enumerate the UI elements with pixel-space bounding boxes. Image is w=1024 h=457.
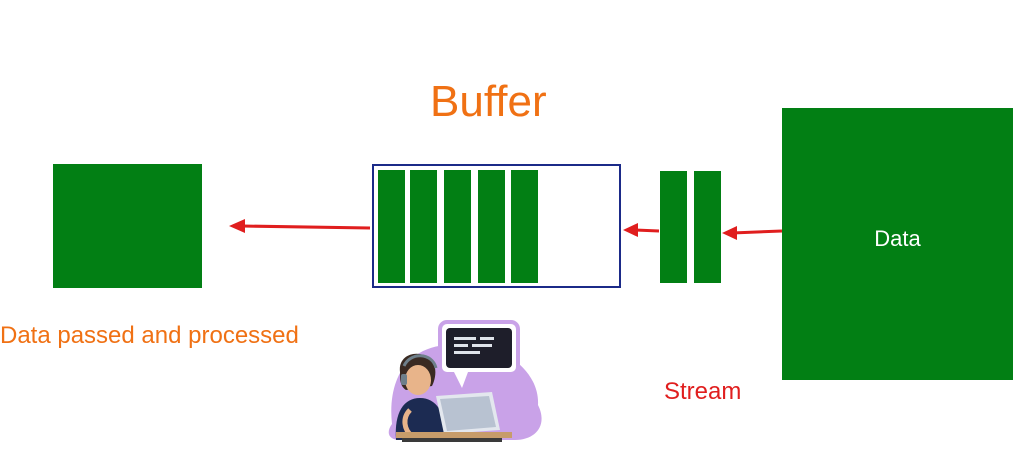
arrow-source-to-stream-icon	[722, 226, 783, 240]
processed-caption: Data passed and processed	[0, 322, 299, 349]
data-source-block: Data	[782, 108, 1013, 380]
stream-caption: Stream	[664, 378, 742, 405]
arrow-stream-to-buffer-icon	[623, 223, 660, 237]
stream-chunk	[694, 171, 721, 283]
stream-chunk	[660, 171, 687, 283]
buffer-slot	[511, 170, 538, 283]
buffer-container	[372, 164, 621, 288]
buffer-slot	[444, 170, 471, 283]
buffer-slot	[410, 170, 437, 283]
diagram-title: Buffer	[430, 77, 547, 126]
buffer-slot	[478, 170, 505, 283]
buffer-slot	[378, 170, 405, 283]
data-source-label: Data	[874, 226, 921, 251]
arrow-buffer-to-processed-icon	[229, 219, 371, 233]
developer-at-laptop-icon	[388, 320, 542, 442]
processed-data-block	[53, 164, 202, 288]
